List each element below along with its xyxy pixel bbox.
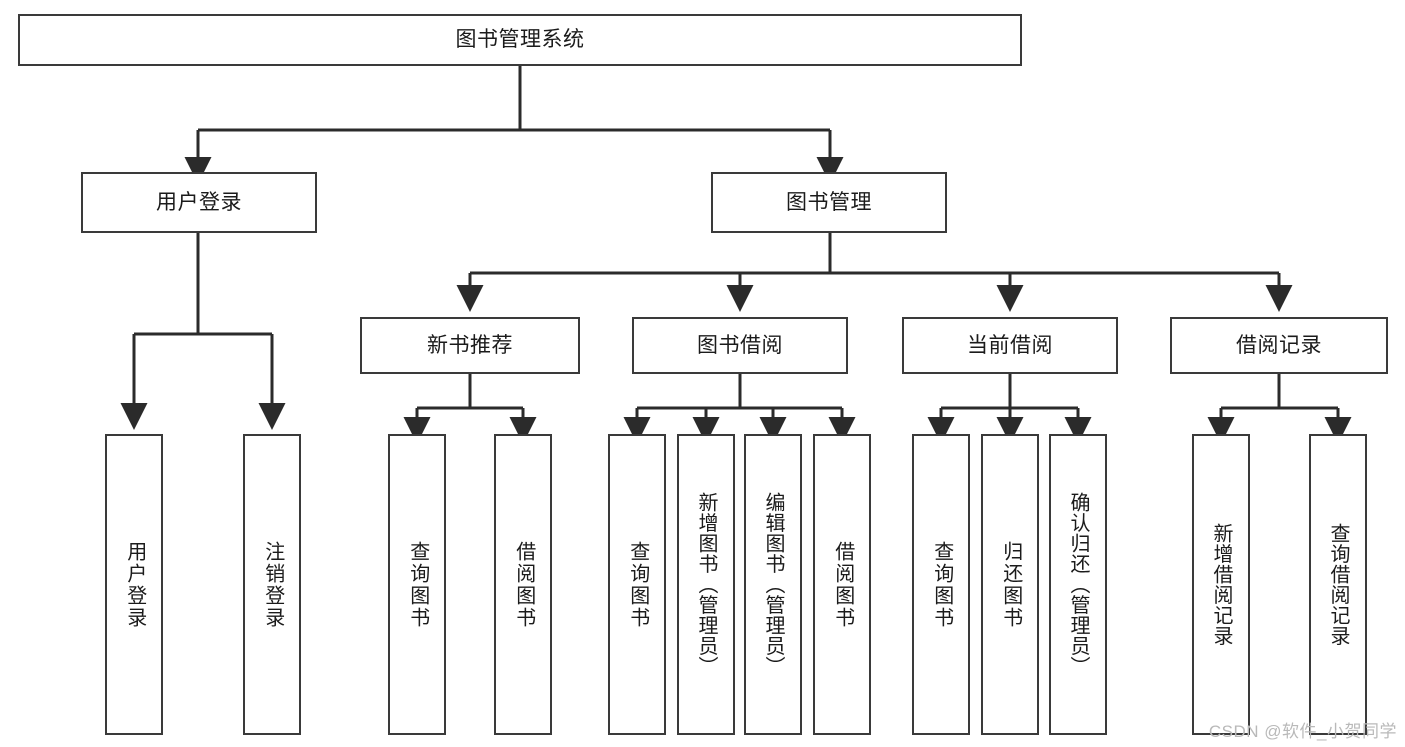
leaf-borrow-book[interactable]: 借阅图书 bbox=[813, 434, 871, 735]
node-label: 编辑图书（管理员） bbox=[762, 492, 784, 677]
node-book-management[interactable]: 图书管理 bbox=[711, 172, 947, 233]
leaf-query-book-borrow[interactable]: 查询图书 bbox=[608, 434, 666, 735]
leaf-return-book[interactable]: 归还图书 bbox=[981, 434, 1039, 735]
leaf-logout[interactable]: 注销登录 bbox=[243, 434, 301, 735]
node-label: 新增借阅记录 bbox=[1210, 523, 1232, 646]
leaf-borrow-book-recommend[interactable]: 借阅图书 bbox=[494, 434, 552, 735]
node-label: 用户登录 bbox=[123, 540, 146, 629]
node-book-borrow[interactable]: 图书借阅 bbox=[632, 317, 848, 374]
leaf-edit-book-admin[interactable]: 编辑图书（管理员） bbox=[744, 434, 802, 735]
node-label: 查询图书 bbox=[626, 540, 649, 629]
node-label: 新增图书（管理员） bbox=[695, 492, 717, 677]
leaf-user-login[interactable]: 用户登录 bbox=[105, 434, 163, 735]
node-label: 借阅记录 bbox=[1236, 333, 1322, 357]
node-label: 借阅图书 bbox=[512, 540, 535, 629]
node-current-borrow[interactable]: 当前借阅 bbox=[902, 317, 1118, 374]
leaf-add-book-admin[interactable]: 新增图书（管理员） bbox=[677, 434, 735, 735]
node-label: 查询图书 bbox=[930, 540, 953, 629]
watermark-csdn: CSDN @软件_小贺同学 bbox=[1208, 722, 1397, 741]
leaf-query-borrow-record[interactable]: 查询借阅记录 bbox=[1309, 434, 1367, 735]
leaf-query-book-current[interactable]: 查询图书 bbox=[912, 434, 970, 735]
node-user-login[interactable]: 用户登录 bbox=[81, 172, 317, 233]
node-label: 注销登录 bbox=[261, 540, 284, 629]
node-label: 查询借阅记录 bbox=[1327, 523, 1349, 646]
node-label: 图书管理 bbox=[786, 190, 872, 214]
node-label: 新书推荐 bbox=[427, 333, 513, 357]
node-label: 查询图书 bbox=[406, 540, 429, 629]
node-label: 确认归还（管理员） bbox=[1067, 492, 1089, 677]
node-borrow-record[interactable]: 借阅记录 bbox=[1170, 317, 1388, 374]
node-label: 借阅图书 bbox=[831, 540, 854, 629]
leaf-confirm-return-admin[interactable]: 确认归还（管理员） bbox=[1049, 434, 1107, 735]
node-label: 归还图书 bbox=[999, 540, 1022, 629]
node-root-system[interactable]: 图书管理系统 bbox=[18, 14, 1022, 66]
node-label: 当前借阅 bbox=[967, 333, 1053, 357]
node-label: 图书借阅 bbox=[697, 333, 783, 357]
node-new-book-recommend[interactable]: 新书推荐 bbox=[360, 317, 580, 374]
node-label: 用户登录 bbox=[156, 190, 242, 214]
node-label: 图书管理系统 bbox=[455, 28, 585, 52]
leaf-query-book-recommend[interactable]: 查询图书 bbox=[388, 434, 446, 735]
leaf-add-borrow-record[interactable]: 新增借阅记录 bbox=[1192, 434, 1250, 735]
